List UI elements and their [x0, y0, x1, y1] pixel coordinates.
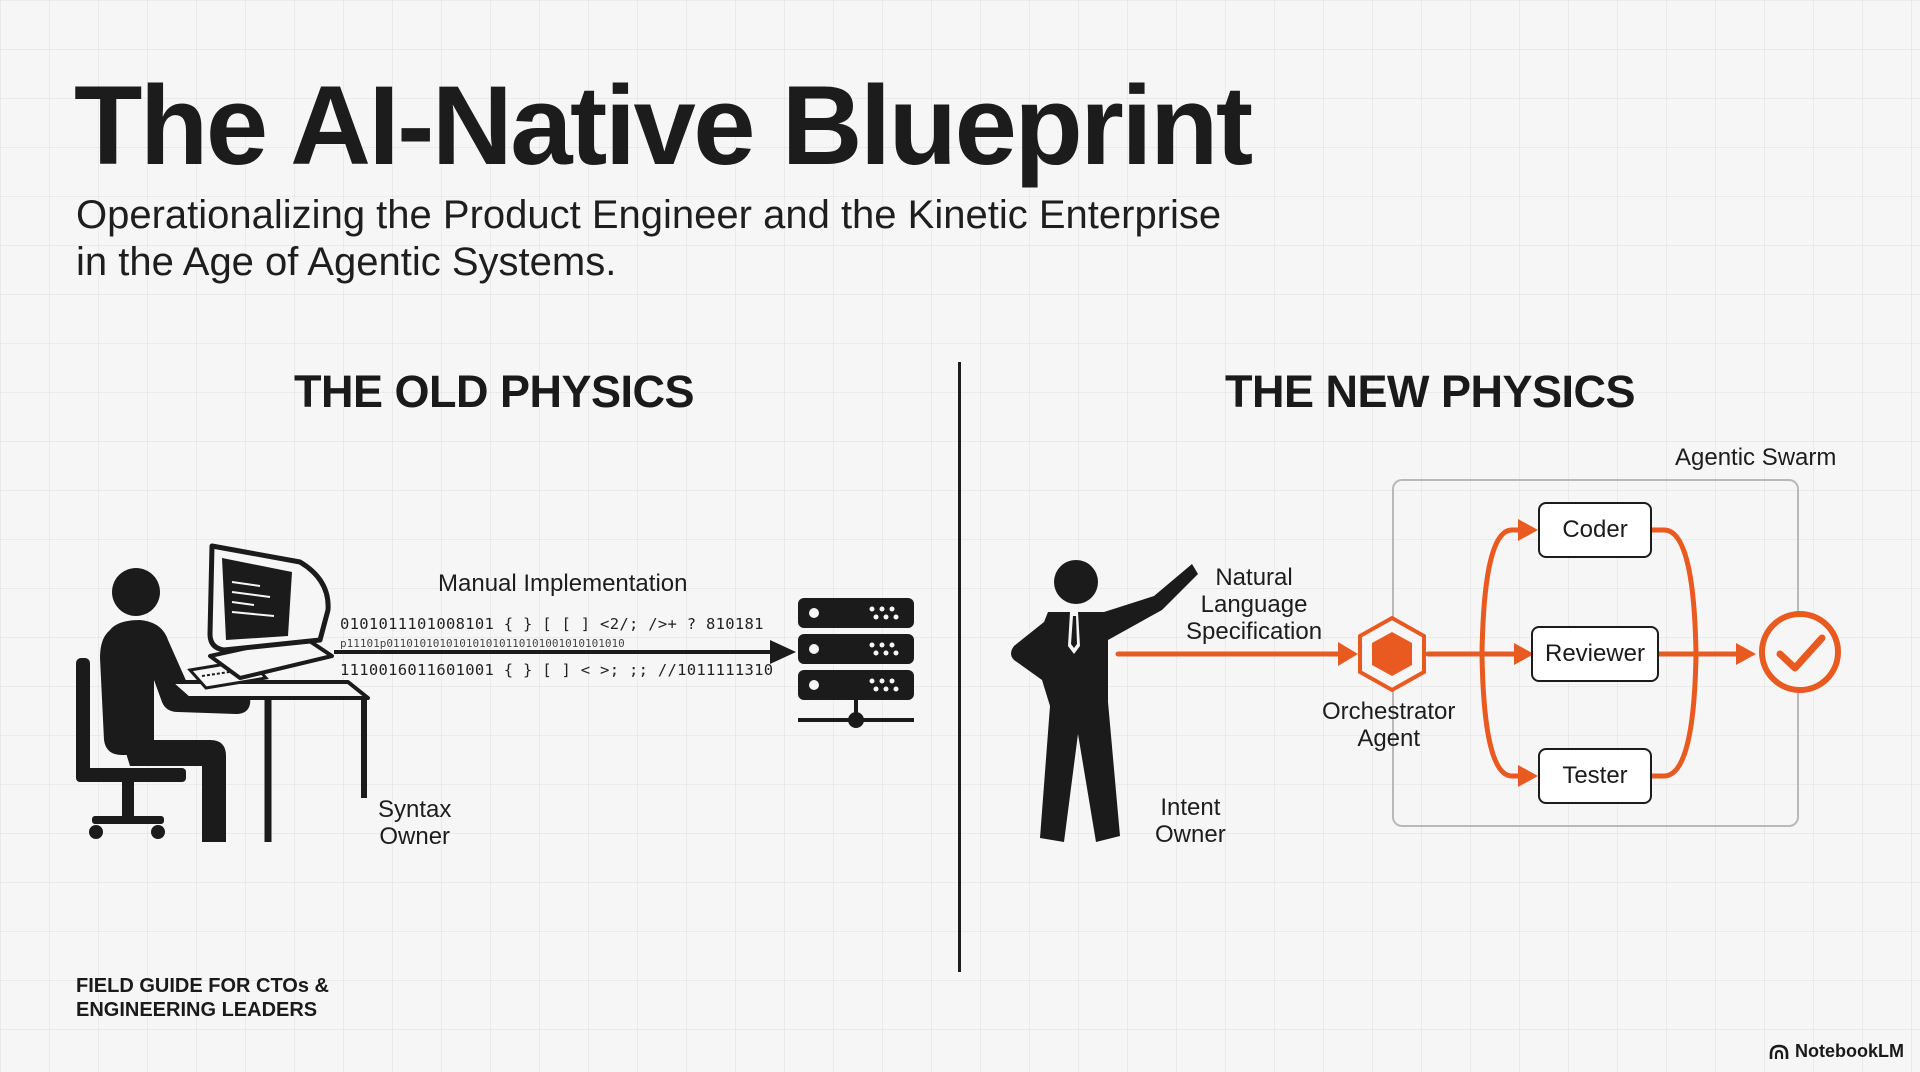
field-guide-line-2: ENGINEERING LEADERS	[76, 999, 318, 1021]
arrowhead-reviewer	[1514, 643, 1534, 665]
spec-label-line-3: Specification	[1186, 618, 1323, 645]
syntax-owner-label: Syntax Owner	[378, 796, 451, 850]
agent-box-tester: Tester	[1538, 748, 1652, 804]
orchestrator-line-2: Agent	[1357, 725, 1421, 752]
notebooklm-brand: NotebookLM	[1769, 1041, 1904, 1062]
agent-box-reviewer: Reviewer	[1531, 626, 1659, 682]
brand-name: NotebookLM	[1795, 1041, 1904, 1061]
programmer-at-computer-icon	[76, 543, 370, 842]
business-person-pointing-icon	[1011, 560, 1198, 842]
tester-to-check	[1649, 651, 1699, 779]
intent-owner-line-2: Owner	[1155, 821, 1226, 848]
agentic-swarm-label: Agentic Swarm	[1675, 444, 1837, 471]
code-stream-line-1: 0101011101008101 { } [ [ ] <2/; />+ ? 81…	[340, 615, 764, 633]
manual-implementation-arrow	[334, 640, 796, 664]
arrowhead-check	[1736, 643, 1756, 665]
page-title: The AI-Native Blueprint	[74, 63, 1253, 188]
spec-label-line-2: Language	[1200, 591, 1308, 618]
subtitle-line-1: Operationalizing the Product Engineer an…	[76, 193, 1222, 237]
server-icon	[798, 598, 914, 728]
agent-box-coder: Coder	[1538, 502, 1652, 558]
notebooklm-logo-icon	[1769, 1044, 1789, 1059]
branch-to-coder	[1479, 527, 1526, 657]
spec-label-line-1: Natural	[1215, 564, 1293, 591]
old-physics-heading: THE OLD PHYSICS	[294, 366, 695, 417]
orchestrator-agent-icon	[1358, 615, 1426, 693]
field-guide-line-1: FIELD GUIDE FOR CTOs &	[76, 975, 329, 997]
arrowhead-coder	[1518, 519, 1538, 541]
arrowhead-orchestrator	[1338, 642, 1358, 666]
branch-to-tester	[1479, 651, 1526, 779]
coder-to-check	[1649, 527, 1699, 657]
field-guide-caption: FIELD GUIDE FOR CTOs & ENGINEERING LEADE…	[76, 974, 406, 1022]
natural-language-spec-label: Natural Language Specification	[1186, 564, 1322, 645]
intent-owner-line-1: Intent	[1160, 794, 1221, 821]
section-divider	[958, 362, 961, 972]
page-subtitle: Operationalizing the Product Engineer an…	[76, 192, 1376, 286]
completion-check-icon	[1759, 611, 1841, 693]
orchestrator-line-1: Orchestrator	[1322, 698, 1456, 725]
code-stream-line-3: 1110016011601001 { } [ ] < >; ;; //10111…	[340, 661, 774, 679]
syntax-owner-line-2: Owner	[379, 823, 451, 850]
new-physics-heading: THE NEW PHYSICS	[1225, 366, 1636, 417]
manual-implementation-label: Manual Implementation	[438, 570, 688, 597]
subtitle-line-2: in the Age of Agentic Systems.	[76, 240, 617, 284]
syntax-owner-line-1: Syntax	[378, 796, 452, 823]
arrowhead-tester	[1518, 765, 1538, 787]
intent-owner-label: Intent Owner	[1155, 794, 1226, 848]
orchestrator-agent-label: Orchestrator Agent	[1322, 698, 1455, 752]
code-stream-line-2: p11101p011010101010101010110101001010101…	[340, 637, 625, 650]
